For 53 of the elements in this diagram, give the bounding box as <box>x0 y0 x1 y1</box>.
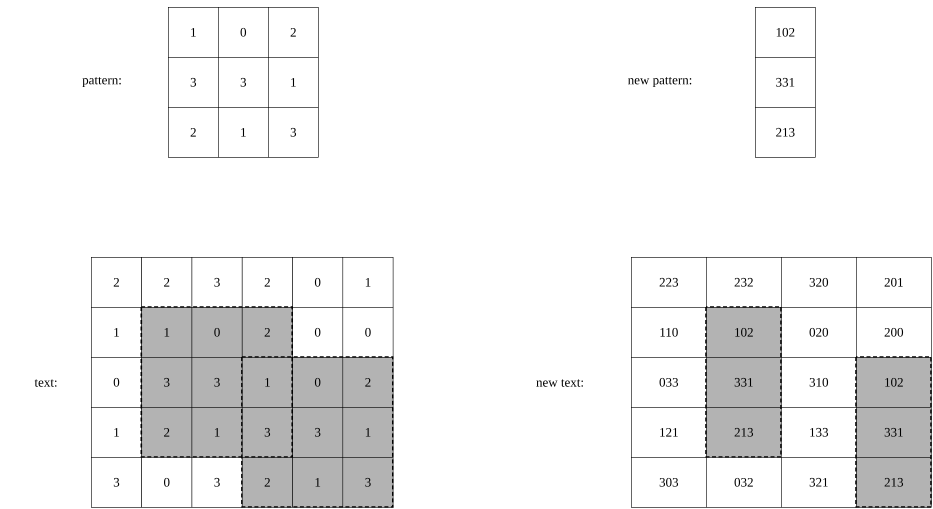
table-cell: 1 <box>91 407 142 458</box>
table-cell: 1 <box>268 57 319 108</box>
table-cell: 2 <box>242 307 293 358</box>
table-cell: 1 <box>342 257 394 308</box>
table-cell: 1 <box>218 107 269 158</box>
table-cell: 2 <box>268 7 319 58</box>
table-cell: 3 <box>141 357 192 408</box>
table-cell: 213 <box>706 407 782 458</box>
table-cell: 1 <box>242 357 293 408</box>
table-cell: 3 <box>192 357 242 408</box>
table-cell: 2 <box>168 107 219 158</box>
table-cell: 0 <box>91 357 142 408</box>
table-cell: 102 <box>706 307 782 358</box>
table-cell: 3 <box>292 407 344 458</box>
table-cell: 3 <box>192 257 242 308</box>
table-cell: 1 <box>292 457 344 508</box>
table-cell: 200 <box>856 307 932 358</box>
table-cell: 1 <box>342 407 394 458</box>
row-label: new text: <box>536 379 583 387</box>
table-cell: 2 <box>342 357 394 408</box>
row-label: new pattern: <box>628 76 692 88</box>
table-cell: 213 <box>755 107 816 158</box>
table-cell: 213 <box>856 457 932 508</box>
table-cell: 2 <box>141 257 192 308</box>
table-cell: 0 <box>342 307 394 358</box>
table-cell: 201 <box>856 257 932 308</box>
table-cell: 1 <box>192 407 242 458</box>
table-cell: 331 <box>706 357 782 408</box>
table-cell: 1 <box>168 7 219 58</box>
row-label: text: <box>34 379 56 387</box>
row-label: pattern: <box>82 76 121 88</box>
table-cell: 0 <box>292 257 344 308</box>
table-cell: 0 <box>141 457 192 508</box>
table-cell: 321 <box>781 457 857 508</box>
table-cell: 2 <box>141 407 192 458</box>
table-cell: 3 <box>242 407 293 458</box>
table-cell: 2 <box>242 457 293 508</box>
table-cell: 3 <box>268 107 319 158</box>
table-cell: 1 <box>91 307 142 358</box>
table-cell: 102 <box>755 7 816 58</box>
table-cell: 303 <box>631 457 707 508</box>
table-cell: 2 <box>242 257 293 308</box>
table-cell: 331 <box>755 57 816 108</box>
table-cell: 331 <box>856 407 932 458</box>
table-cell: 3 <box>342 457 394 508</box>
table-cell: 102 <box>856 357 932 408</box>
table-cell: 2 <box>91 257 142 308</box>
table-cell: 1 <box>141 307 192 358</box>
table-cell: 223 <box>631 257 707 308</box>
table-cell: 0 <box>192 307 242 358</box>
table-cell: 3 <box>91 457 142 508</box>
table-cell: 0 <box>292 357 344 408</box>
table-cell: 3 <box>192 457 242 508</box>
